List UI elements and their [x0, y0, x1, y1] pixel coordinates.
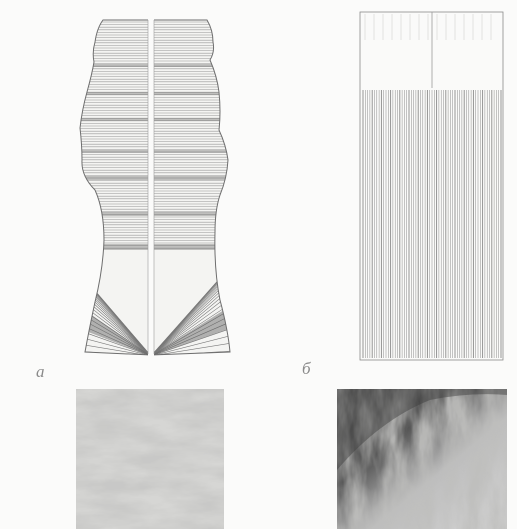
fan-line-right	[151, 356, 245, 360]
hatch-band	[70, 176, 240, 180]
hatch-band	[70, 212, 240, 216]
photo-b	[337, 389, 507, 529]
bottle-fill	[80, 20, 230, 355]
photo-a	[76, 389, 224, 529]
drawing-a	[60, 18, 245, 360]
panel-label-a: а	[36, 362, 45, 382]
hatch-band	[70, 92, 240, 95]
hatch-band	[70, 118, 240, 121]
drawing-b	[360, 12, 503, 360]
fan-line-left	[60, 356, 151, 360]
hatch-band	[70, 64, 240, 67]
center-rib	[148, 18, 154, 356]
panel-label-b: б	[302, 359, 311, 379]
hatch-band	[70, 150, 240, 153]
